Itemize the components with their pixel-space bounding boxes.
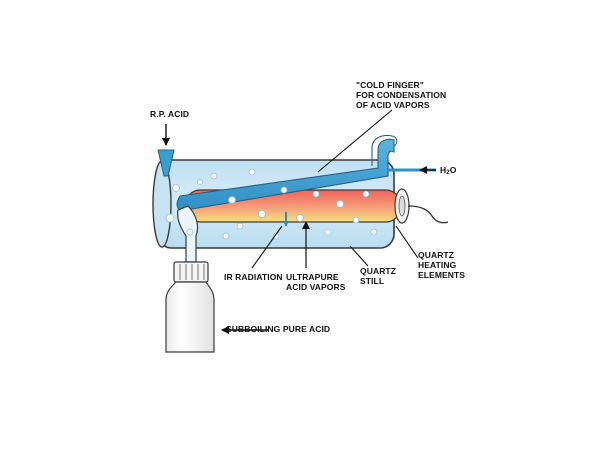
water-label-sub: 2: [446, 170, 450, 176]
water-label-h: H: [440, 165, 447, 175]
cold-finger-label-line3: OF ACID VAPORS: [356, 100, 430, 110]
cold-finger: [176, 138, 395, 211]
ultrapure-label-line2: ACID VAPORS: [286, 282, 346, 292]
heating-elements-label: QUARTZ HEATING ELEMENTS: [418, 250, 465, 280]
heater-lead-wire: [407, 205, 449, 224]
heating-label-line1: QUARTZ: [418, 250, 455, 260]
ultrapure-label-line1: ULTRAPURE: [286, 272, 339, 282]
still-leader: [349, 245, 369, 267]
heating-leader: [395, 225, 419, 259]
collection-bottle: [165, 281, 215, 353]
water-label-o: O: [449, 165, 457, 175]
cold-finger-leader: [317, 109, 393, 173]
quartz-still-label: QUARTZ STILL: [360, 266, 396, 286]
bottle-cap-ridges: [179, 264, 205, 280]
cold-finger-label: "COLD FINGER" FOR CONDENSATION OF ACID V…: [356, 80, 446, 110]
water-label: H2O: [440, 165, 456, 178]
subboiling-pure-acid-label: SUBBOILING PURE ACID: [226, 324, 331, 334]
ir-radiation-leader: [251, 225, 283, 269]
heating-label-line2: HEATING: [418, 260, 457, 270]
cold-finger-label-line1: "COLD FINGER": [356, 80, 424, 90]
cold-finger-spout: [371, 134, 398, 166]
acid-inlet-funnel: [157, 149, 175, 177]
heating-element-end-cap-inner: [398, 195, 406, 217]
bottle-cap: [173, 261, 209, 283]
still-label-line2: STILL: [360, 276, 385, 286]
ir-radiation-label: IR RADIATION: [224, 272, 283, 282]
ultrapure-acid-vapors-label: ULTRAPURE ACID VAPORS: [286, 272, 346, 292]
cold-finger-label-line2: FOR CONDENSATION: [356, 90, 447, 100]
rp-acid-label: R.P. ACID: [150, 109, 190, 119]
still-label-line1: QUARTZ: [360, 266, 397, 276]
heating-label-line3: ELEMENTS: [418, 270, 466, 280]
bubble-icons: [165, 168, 378, 240]
